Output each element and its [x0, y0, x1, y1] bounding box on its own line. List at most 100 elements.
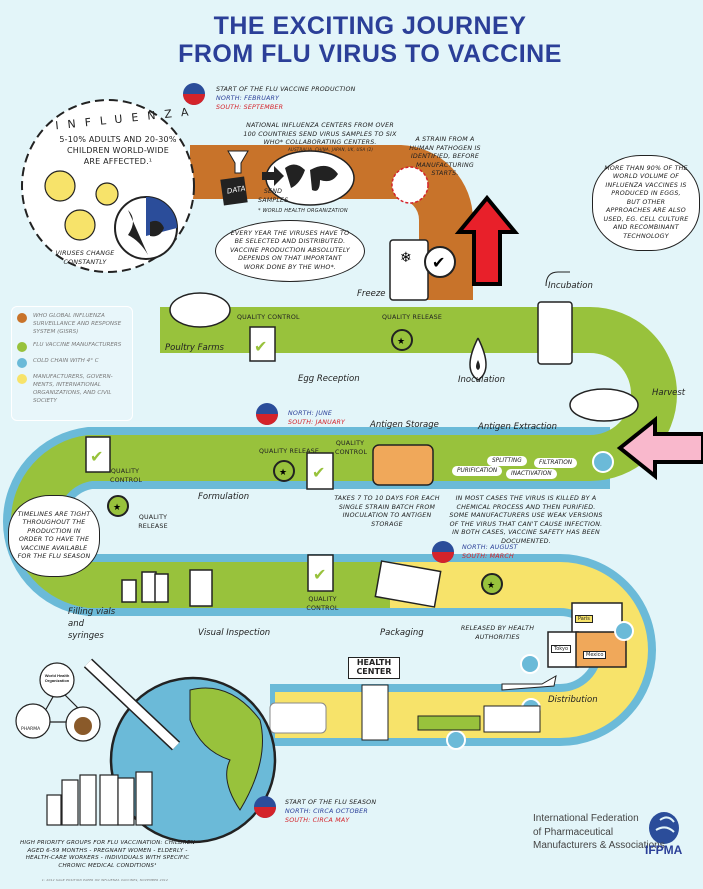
svg-text:✔: ✔: [90, 447, 103, 466]
svg-text:★: ★: [113, 503, 121, 513]
june-south: South: January: [288, 419, 346, 426]
vial-icon: [121, 569, 213, 607]
freezer-icon: [389, 239, 429, 301]
red-up-arrow: [454, 194, 520, 286]
crate-label-tokyo: Tokyo: [551, 645, 571, 653]
strain-note: A strain from a human pathogen is identi…: [409, 136, 481, 177]
crate-label-mexico: Mexico: [583, 651, 607, 659]
ship-icon: [417, 715, 481, 731]
step-harvest: Harvest: [652, 388, 686, 398]
thermometer-icon: [446, 451, 634, 750]
pill-inactivation: Inactivation: [506, 469, 557, 479]
legend-item-stakeholders: Manufacturers, govern-ments, internation…: [17, 374, 127, 405]
pill-splitting: Splitting: [487, 456, 527, 466]
pathogen-icon: [391, 166, 429, 204]
ifpma-logo-icon: [649, 812, 679, 844]
svg-text:★: ★: [279, 468, 287, 478]
map-caption: Australia, China, Japan, UK, USA (2): [288, 147, 374, 152]
legend-dot: [17, 374, 27, 385]
crate-label-paris: Paris: [575, 615, 593, 623]
data-book-icon: [220, 176, 248, 206]
pill-purification: Purification: [452, 466, 503, 476]
eggs-speech-bubble: More than 90% of the world volume of inf…: [592, 155, 700, 251]
svg-text:✔: ✔: [313, 565, 326, 584]
legend-dot: [17, 313, 27, 323]
step-poultry-farms: Poultry Farms: [165, 343, 224, 353]
priority-group-people: [46, 771, 153, 826]
rosette-icon: [107, 329, 503, 595]
august-north: North: August: [462, 544, 518, 551]
legend: WHO Global Influenza Surveillance and Re…: [11, 306, 133, 421]
page-title-line2: FROM FLU VIRUS TO VACCINE: [178, 40, 562, 68]
step-quality-release-1: Quality Release: [382, 314, 443, 321]
magnifier-icon: [424, 246, 456, 278]
legend-item-who: WHO Global Influenza Surveillance and Re…: [17, 313, 127, 336]
virus-killed-note: In most cases the virus is killed by a c…: [449, 495, 603, 545]
step-incubation: Incubation: [548, 281, 593, 291]
arrow-right-icon: [262, 166, 284, 186]
priority-groups-note: High priority groups for flu vaccination…: [20, 840, 195, 869]
start-production-north: North: February: [216, 95, 280, 102]
step-packaging: Packaging: [380, 628, 424, 638]
svg-text:★: ★: [487, 581, 495, 591]
egg-icon: [469, 337, 487, 381]
who-footnote: * World Health Organization: [258, 208, 348, 214]
truck-icon: [483, 705, 541, 733]
hen-icon: [169, 292, 231, 328]
svg-text:✔: ✔: [312, 463, 325, 482]
june-north: North: June: [288, 410, 333, 417]
step-formulation: Formulation: [198, 492, 250, 502]
legend-item-cold-chain: Cold chain with 4° C: [17, 358, 127, 369]
hemisphere-globe-icon: [183, 83, 454, 818]
clipboard-icon: [85, 326, 334, 592]
health-center-sign: HEALTH CENTER: [348, 657, 400, 679]
network-pharma: PHARMA: [21, 727, 41, 732]
step-quality-release-3: Quality Release: [138, 514, 168, 530]
flu-season-heading: Start of the flu season: [285, 799, 377, 806]
start-production-heading: Start of the flu vaccine production: [216, 86, 356, 93]
virus-note: Viruses change constantly: [55, 250, 115, 266]
step-antigen-storage: Antigen Storage: [370, 420, 439, 430]
step-quality-control-1: Quality Control: [237, 314, 300, 321]
svg-text:★: ★: [397, 337, 405, 347]
who-speech-bubble: Every year the viruses have to be select…: [215, 220, 365, 282]
flu-season-north: North: circa October: [285, 808, 368, 815]
globe-icon: [114, 196, 178, 260]
step-quality-release-2: Quality Release: [259, 448, 320, 455]
package-icon: [374, 560, 442, 608]
pill-filtration: Filtration: [534, 458, 578, 468]
storage-days-note: Takes 7 to 10 days for each single strai…: [334, 495, 440, 528]
released-note: Released by health authorities: [460, 625, 535, 641]
send-samples-label: Send samples: [258, 188, 289, 204]
health-center-door: [361, 684, 389, 741]
influenza-stat: 5-10% adults and 20-30% children world-w…: [59, 135, 177, 166]
airplane-icon: [501, 675, 557, 691]
step-filling: Filling vials and syringes: [68, 607, 116, 641]
start-production-south: South: September: [216, 104, 284, 111]
pink-left-arrow: [616, 415, 703, 481]
storage-chest-icon: [372, 444, 434, 486]
step-antigen-extraction: Antigen Extraction: [478, 422, 558, 432]
incubator-icon: [537, 301, 573, 365]
legend-dot: [17, 358, 27, 369]
step-quality-control-3: Quality Control: [110, 468, 143, 484]
svg-text:❄: ❄: [400, 250, 412, 266]
funnel-icon: [227, 150, 249, 174]
harvest-basket-icon: [569, 388, 639, 422]
timelines-speech-bubble: Timelines are tight throughout the produ…: [8, 495, 100, 577]
centers-note: National influenza centers from over 100…: [243, 122, 397, 146]
step-visual-inspection: Visual Inspection: [198, 628, 271, 638]
step-egg-reception: Egg Reception: [298, 374, 360, 384]
step-distribution: Distribution: [548, 695, 598, 705]
step-quality-control-4: Quality Control: [306, 596, 339, 612]
step-quality-control-2: Quality Control: [335, 440, 368, 456]
freeze-label: Freeze: [357, 289, 386, 299]
step-inoculation: Inoculation: [458, 375, 506, 385]
network-who: World Health Organization: [44, 673, 70, 683]
ifpma-logo-text: IFPMA: [645, 843, 683, 857]
legend-dot: [17, 342, 27, 353]
august-south: South: March: [462, 553, 514, 560]
legend-item-manufacturers: Flu vaccine manufacturers: [17, 342, 127, 353]
